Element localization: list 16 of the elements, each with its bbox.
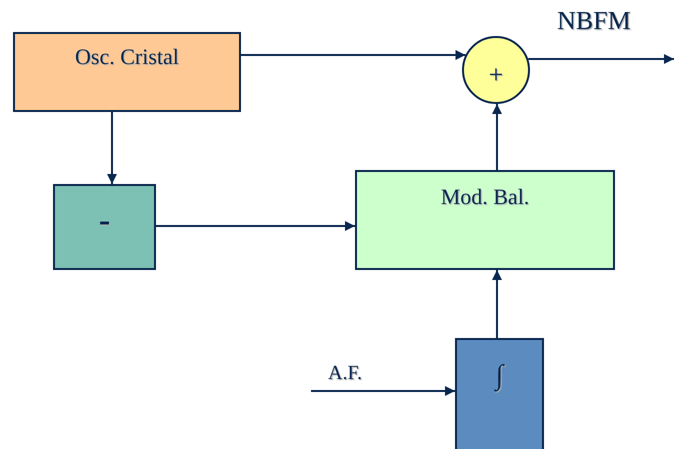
- process-box: [53, 184, 156, 270]
- arrow: [492, 270, 502, 338]
- node-label: Mod. Bal.: [440, 186, 530, 208]
- integrator-box: [455, 338, 544, 449]
- modulator-box: [355, 170, 615, 270]
- arrow: [528, 54, 674, 64]
- arrow: [156, 221, 355, 231]
- arrow: [311, 386, 455, 396]
- node-label: +: [488, 62, 504, 88]
- oscillator-box: [13, 32, 241, 112]
- node-label: -: [98, 204, 110, 238]
- node-label: ∫: [496, 362, 504, 390]
- node-label: Osc. Cristal: [75, 46, 179, 68]
- arrow: [241, 50, 466, 60]
- arrow: [492, 104, 502, 170]
- arrow: [107, 112, 117, 184]
